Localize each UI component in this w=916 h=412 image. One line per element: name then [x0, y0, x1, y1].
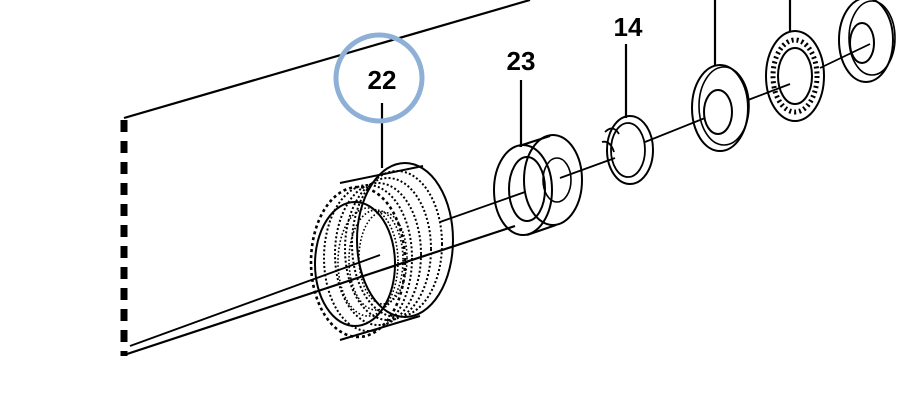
thrust-washer[interactable]: [691, 64, 750, 152]
part-23-flanged-bushing[interactable]: [493, 134, 583, 236]
needle-thrust-bearing[interactable]: [765, 30, 825, 122]
callout-23-label[interactable]: 23: [507, 46, 536, 76]
thrust-washer-right[interactable]: [838, 0, 896, 83]
callout-22-highlight-ring: [333, 32, 425, 124]
callout-14-label[interactable]: 14: [614, 12, 643, 42]
part-14-snap-ring[interactable]: [601, 115, 654, 185]
leader-lines: [380, 0, 792, 168]
housing-frame: [120, 0, 531, 357]
part-22-clutch-drum[interactable]: [309, 162, 454, 341]
shaft-axis: [129, 43, 871, 347]
callout-22-label[interactable]: 22: [368, 65, 397, 95]
